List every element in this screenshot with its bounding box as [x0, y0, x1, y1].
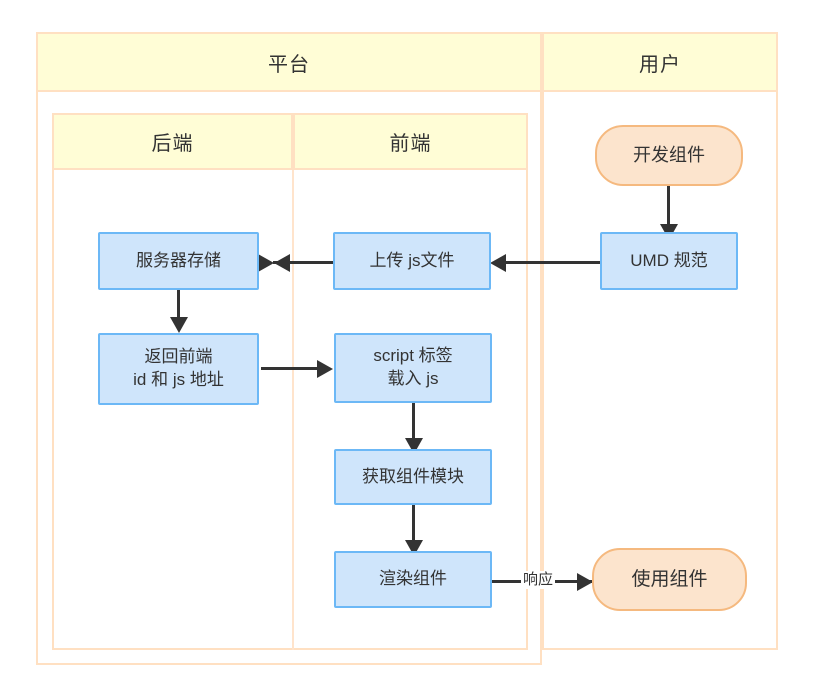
edge-render-to-use-arrow	[577, 573, 593, 591]
node-get-module[interactable]: 获取组件模块	[334, 449, 492, 505]
edge-develop-to-umd-line	[667, 186, 670, 226]
divider-backend-frontend	[292, 170, 294, 650]
node-umd-spec[interactable]: UMD 规范	[600, 232, 738, 290]
container-user-header: 用户	[542, 32, 778, 92]
container-platform-header: 平台	[36, 32, 542, 92]
container-frontend-label: 前端	[389, 133, 432, 155]
node-use-component[interactable]: 使用组件	[592, 548, 747, 611]
edge-script-to-module-line	[412, 402, 415, 440]
node-upload-js-label: 上传 js文件	[369, 250, 455, 270]
node-umd-spec-label: UMD 规范	[630, 250, 708, 270]
node-get-module-label: 获取组件模块	[362, 466, 464, 486]
container-backend-label: 后端	[151, 133, 194, 155]
node-server-storage[interactable]: 服务器存储	[98, 232, 259, 290]
node-upload-js[interactable]: 上传 js文件	[333, 232, 491, 290]
node-develop-component-label: 开发组件	[633, 145, 705, 166]
node-return-frontend[interactable]: 返回前端 id 和 js 地址	[98, 333, 259, 405]
edge-storage-to-return-line	[177, 290, 180, 318]
node-return-frontend-label: 返回前端 id 和 js 地址	[133, 347, 224, 389]
node-render-component[interactable]: 渲染组件	[334, 551, 492, 608]
container-backend-header: 后端	[52, 113, 293, 170]
node-script-tag[interactable]: script 标签 载入 js	[334, 333, 492, 403]
node-server-storage-label: 服务器存储	[136, 250, 221, 270]
node-render-component-label: 渲染组件	[379, 569, 447, 589]
edge-return-to-script-arrow	[317, 360, 333, 378]
edge-upload-to-storage-arrow	[258, 254, 290, 272]
container-user-label: 用户	[639, 53, 681, 76]
node-script-tag-label: script 标签 载入 js	[373, 346, 453, 388]
container-frontend-header: 前端	[293, 113, 528, 170]
edge-render-to-use-label: 响应	[521, 571, 556, 589]
edge-storage-to-return-arrow	[170, 317, 188, 333]
edge-upload-to-storage-line	[273, 261, 333, 264]
edge-return-to-script-line	[261, 367, 318, 370]
container-platform-label: 平台	[268, 53, 310, 76]
edge-module-to-render-line	[412, 504, 415, 542]
edge-umd-to-upload-line	[505, 261, 601, 264]
edge-umd-to-upload-arrow	[490, 254, 506, 272]
node-use-component-label: 使用组件	[631, 568, 708, 590]
node-develop-component[interactable]: 开发组件	[595, 125, 743, 186]
